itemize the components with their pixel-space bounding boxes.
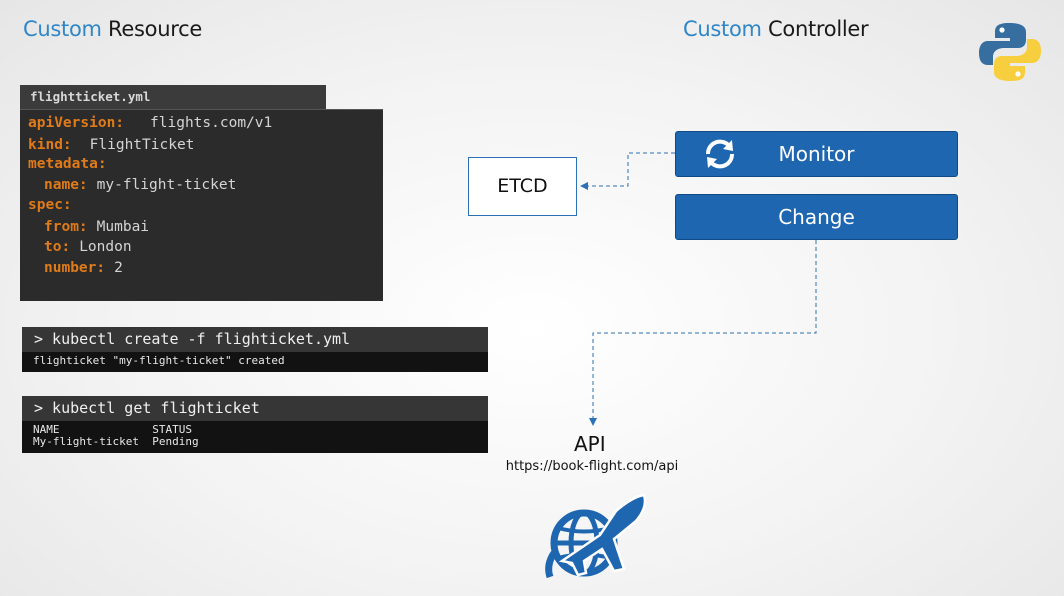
monitor-to-etcd-connector: [580, 152, 675, 190]
title-accent-word: Custom: [683, 17, 762, 41]
yaml-key: kind:: [28, 137, 72, 153]
yaml-key: number:: [44, 260, 106, 276]
python-logo: [979, 23, 1041, 81]
terminal-output: flighticket "my-flight-ticket" created: [33, 354, 285, 367]
title-rest-word: Resource: [108, 17, 202, 41]
sync-icon: [705, 139, 735, 169]
yaml-value: Mumbai: [96, 219, 150, 235]
yaml-value: my-flight-ticket: [96, 177, 237, 193]
terminal-command: > kubectl create -f flighticket.yml: [22, 327, 488, 352]
yaml-code-block: apiVersion: flights.com/v1 kind: FlightTic…: [20, 109, 383, 301]
change-label: Change: [778, 205, 855, 229]
terminal-command: > kubectl get flighticket: [22, 396, 488, 421]
custom-controller-title: Custom Controller: [683, 17, 869, 41]
output-header: NAME STATUS: [33, 423, 192, 436]
yaml-key: from:: [44, 219, 88, 235]
change-button[interactable]: Change: [675, 194, 958, 240]
yaml-key: apiVersion:: [28, 115, 125, 131]
monitor-label: Monitor: [778, 142, 855, 166]
output-row: My-flight-ticket Pending: [33, 435, 199, 448]
code-line: to: London: [44, 239, 132, 255]
code-line: from: Mumbai: [44, 219, 149, 235]
yaml-key: spec:: [28, 197, 72, 213]
terminal-create: > kubectl create -f flighticket.yml flig…: [22, 327, 488, 372]
yaml-key: metadata:: [28, 156, 107, 172]
etcd-box: ETCD: [468, 157, 577, 216]
change-to-api-connector: [589, 240, 817, 426]
monitor-button[interactable]: Monitor: [675, 131, 958, 177]
title-rest-word: Controller: [768, 17, 869, 41]
code-line: spec:: [28, 197, 72, 213]
yaml-value: 2: [114, 260, 123, 276]
code-line: name: my-flight-ticket: [44, 177, 236, 193]
code-line: kind: FlightTicket: [28, 137, 194, 153]
yaml-value: flights.com/v1: [150, 115, 273, 131]
yaml-key: to:: [44, 239, 71, 255]
api-label: API: [574, 432, 606, 456]
plane-globe-icon: [545, 493, 647, 579]
yaml-value: London: [79, 239, 132, 255]
yaml-key: name:: [44, 177, 88, 193]
custom-resource-title: Custom Resource: [23, 17, 202, 41]
api-url: https://book-flight.com/api: [505, 459, 679, 474]
code-line: number: 2: [44, 260, 123, 276]
yaml-value: FlightTicket: [89, 137, 195, 153]
file-tab: flightticket.yml: [20, 85, 326, 109]
code-line: metadata:: [28, 156, 107, 172]
code-line: apiVersion: flights.com/v1: [28, 115, 272, 131]
title-accent-word: Custom: [23, 17, 102, 41]
